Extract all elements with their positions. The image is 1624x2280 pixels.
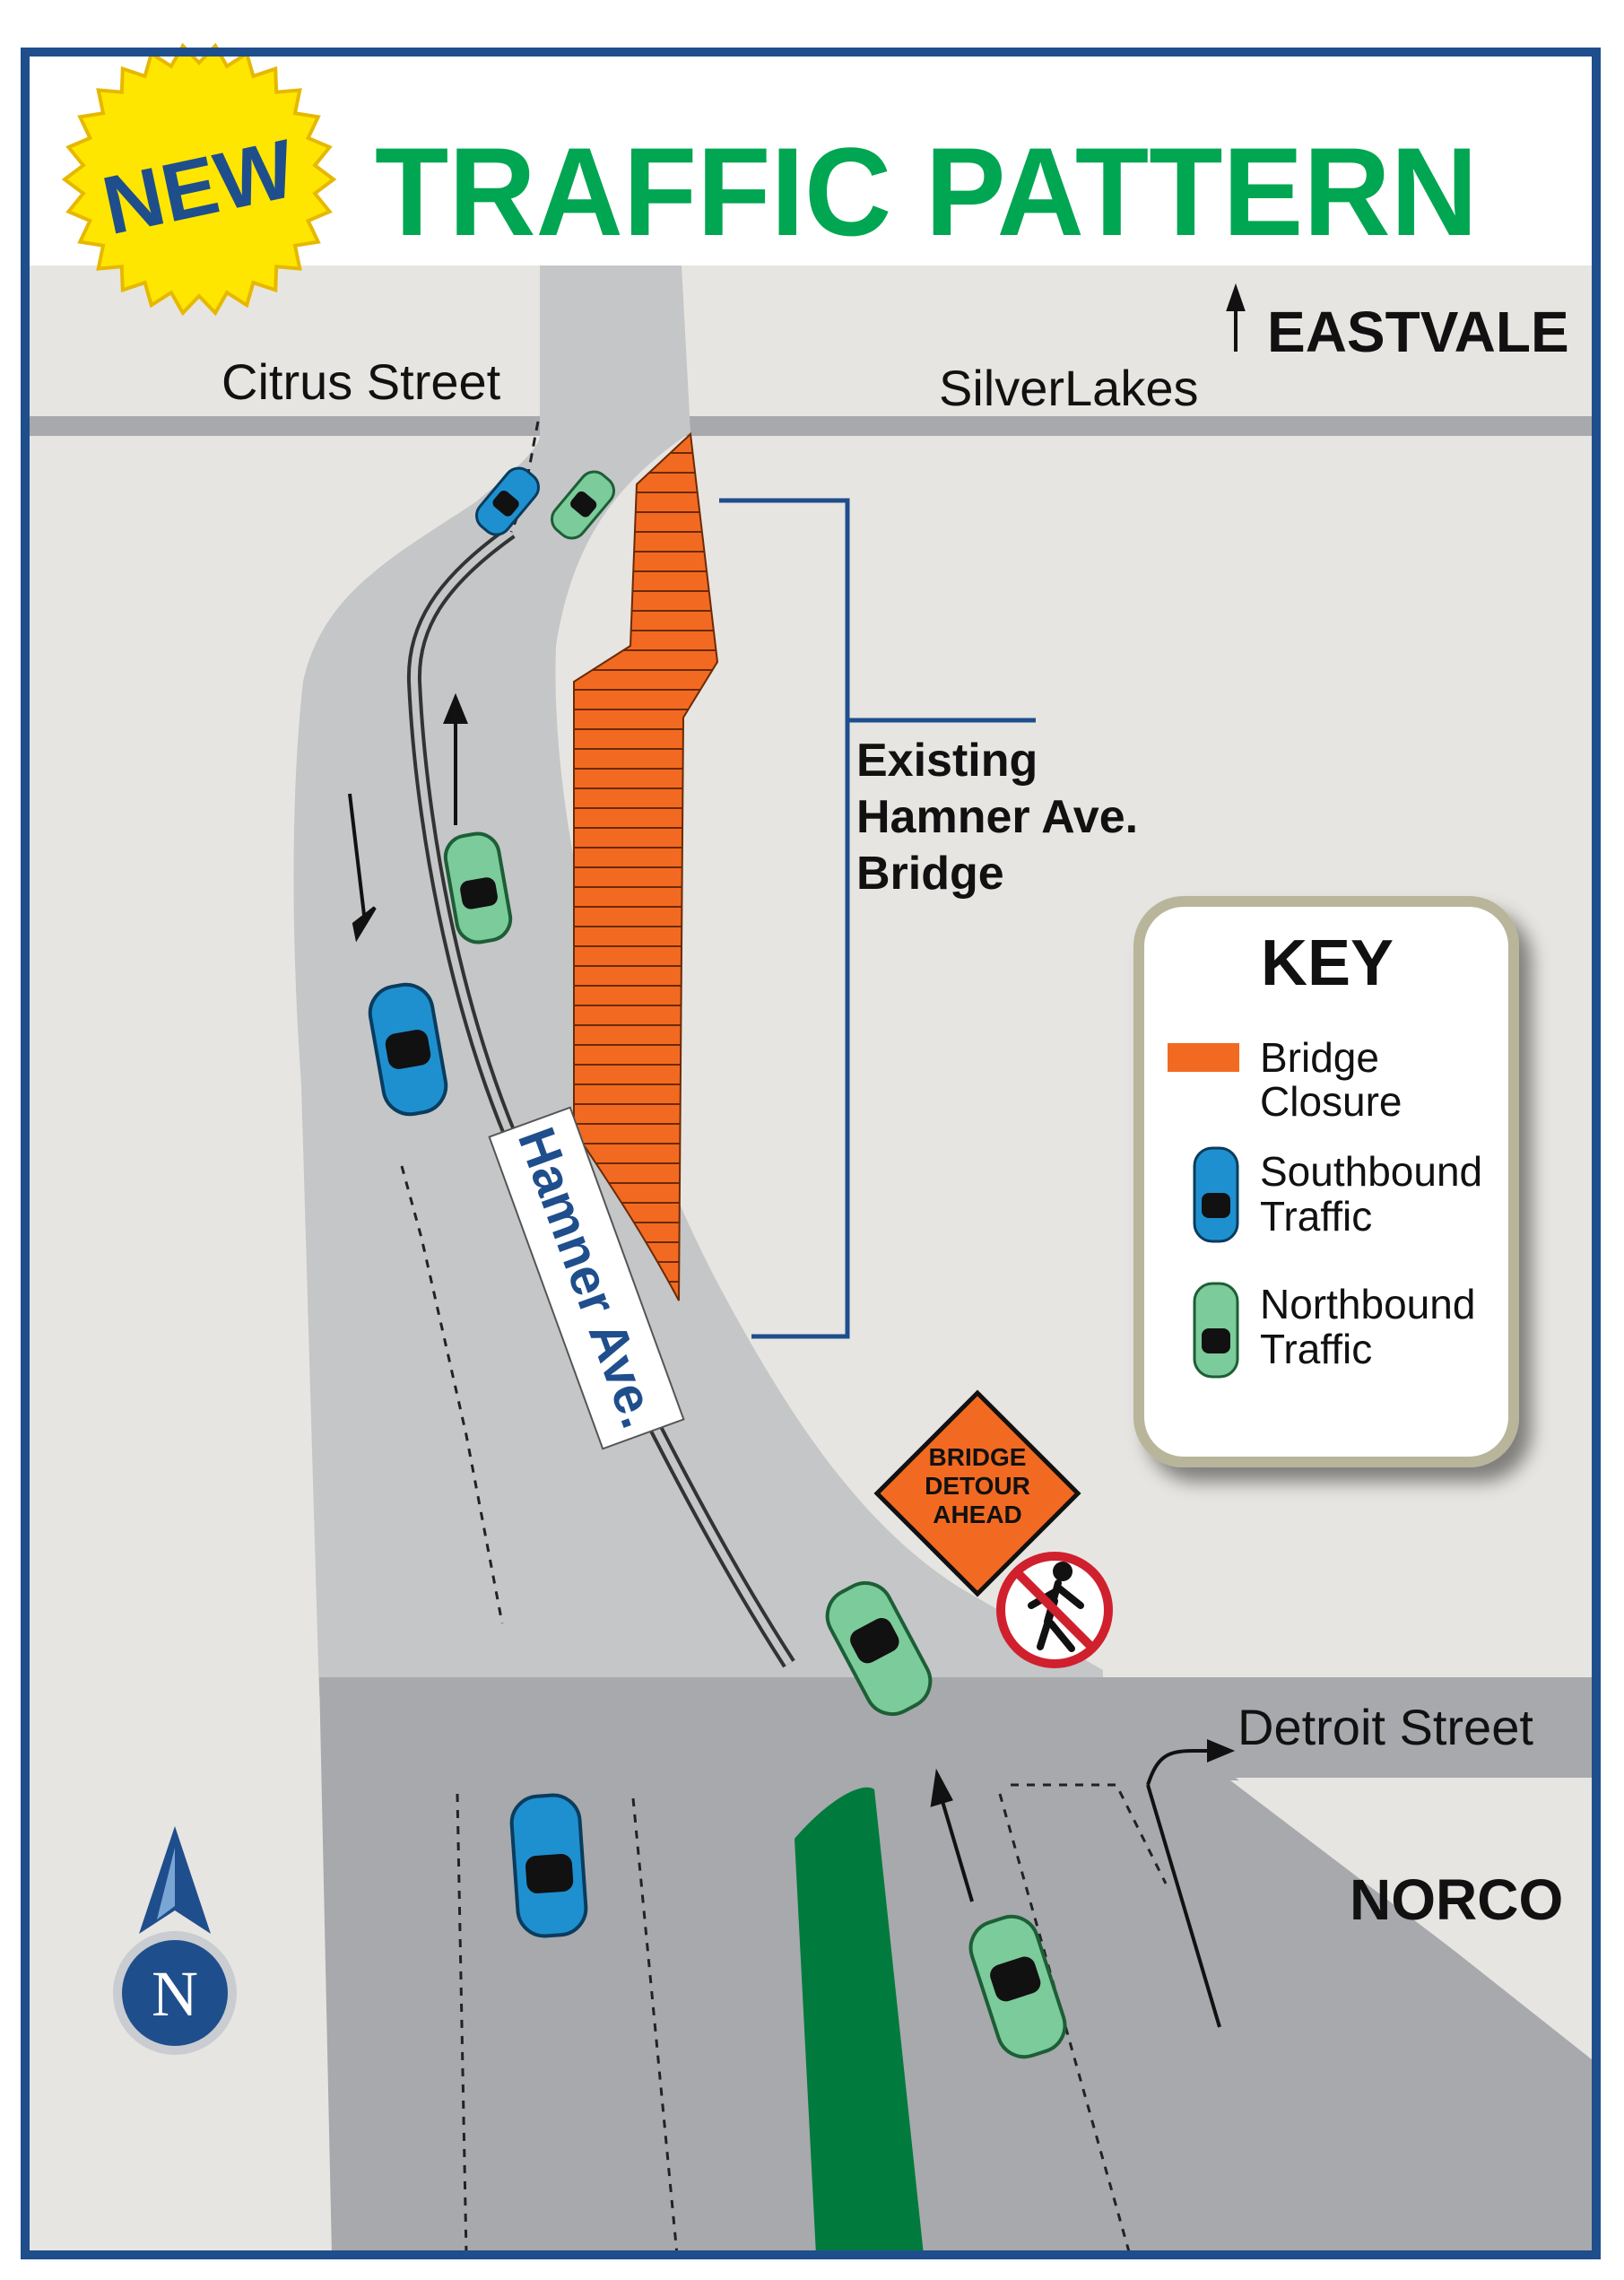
bridge-label-line-3: Bridge (856, 848, 1004, 900)
eastvale-label: EASTVALE (1267, 300, 1569, 364)
northbound-car (968, 1914, 1067, 2059)
lane-markings (400, 1165, 1168, 2256)
northbound-car (443, 831, 513, 944)
closure-swatch (1168, 1043, 1239, 1072)
key-southbound-line-1: Southbound (1260, 1148, 1482, 1195)
sign-line-1: BRIDGE (929, 1443, 1027, 1471)
southbound-car (368, 982, 448, 1117)
citrus-silverlakes-road (25, 416, 1596, 436)
southbound-car (475, 466, 540, 536)
norco-label: NORCO (1350, 1867, 1563, 1932)
green-car-icon (1193, 1282, 1239, 1379)
key-southbound-line-2: Traffic (1260, 1193, 1372, 1240)
blue-car-icon (1193, 1146, 1239, 1243)
north-compass-icon: N (113, 1826, 237, 2055)
key-closure-line-1: Bridge (1260, 1034, 1379, 1081)
new-badge: NEW (61, 42, 337, 317)
bridge-detour-sign: BRIDGE DETOUR AHEAD (873, 1389, 1081, 1597)
map-key: KEY Bridge Closure Southbound Traffic No… (1133, 896, 1519, 1467)
sign-line-3: AHEAD (933, 1501, 1022, 1528)
key-title: KEY (1261, 927, 1394, 999)
bridge-label-line-2: Hamner Ave. (856, 791, 1138, 843)
northbound-car (825, 1580, 933, 1717)
compass-letter: N (152, 1958, 198, 2030)
direction-arrows (348, 283, 1246, 2028)
southbound-car (509, 1793, 588, 1938)
bridge-bracket (719, 498, 1036, 1339)
citrus-street-label: Citrus Street (221, 353, 501, 410)
no-pedestrian-icon (996, 1552, 1113, 1668)
key-northbound-line-2: Traffic (1260, 1326, 1372, 1372)
detroit-street-road (319, 1677, 1596, 2255)
key-northbound-line-1: Northbound (1260, 1281, 1475, 1327)
detroit-street-label: Detroit Street (1238, 1699, 1533, 1755)
bridge-label-line-1: Existing (856, 735, 1038, 787)
northbound-car (551, 470, 615, 540)
median (795, 1787, 924, 2255)
frame-border (21, 48, 1601, 2259)
hamner-ave-road (293, 265, 1103, 1695)
sign-line-2: DETOUR (925, 1472, 1030, 1500)
page-title: TRAFFIC PATTERN (375, 121, 1478, 262)
key-closure-line-2: Closure (1260, 1078, 1403, 1125)
silverlakes-label: SilverLakes (939, 360, 1198, 416)
